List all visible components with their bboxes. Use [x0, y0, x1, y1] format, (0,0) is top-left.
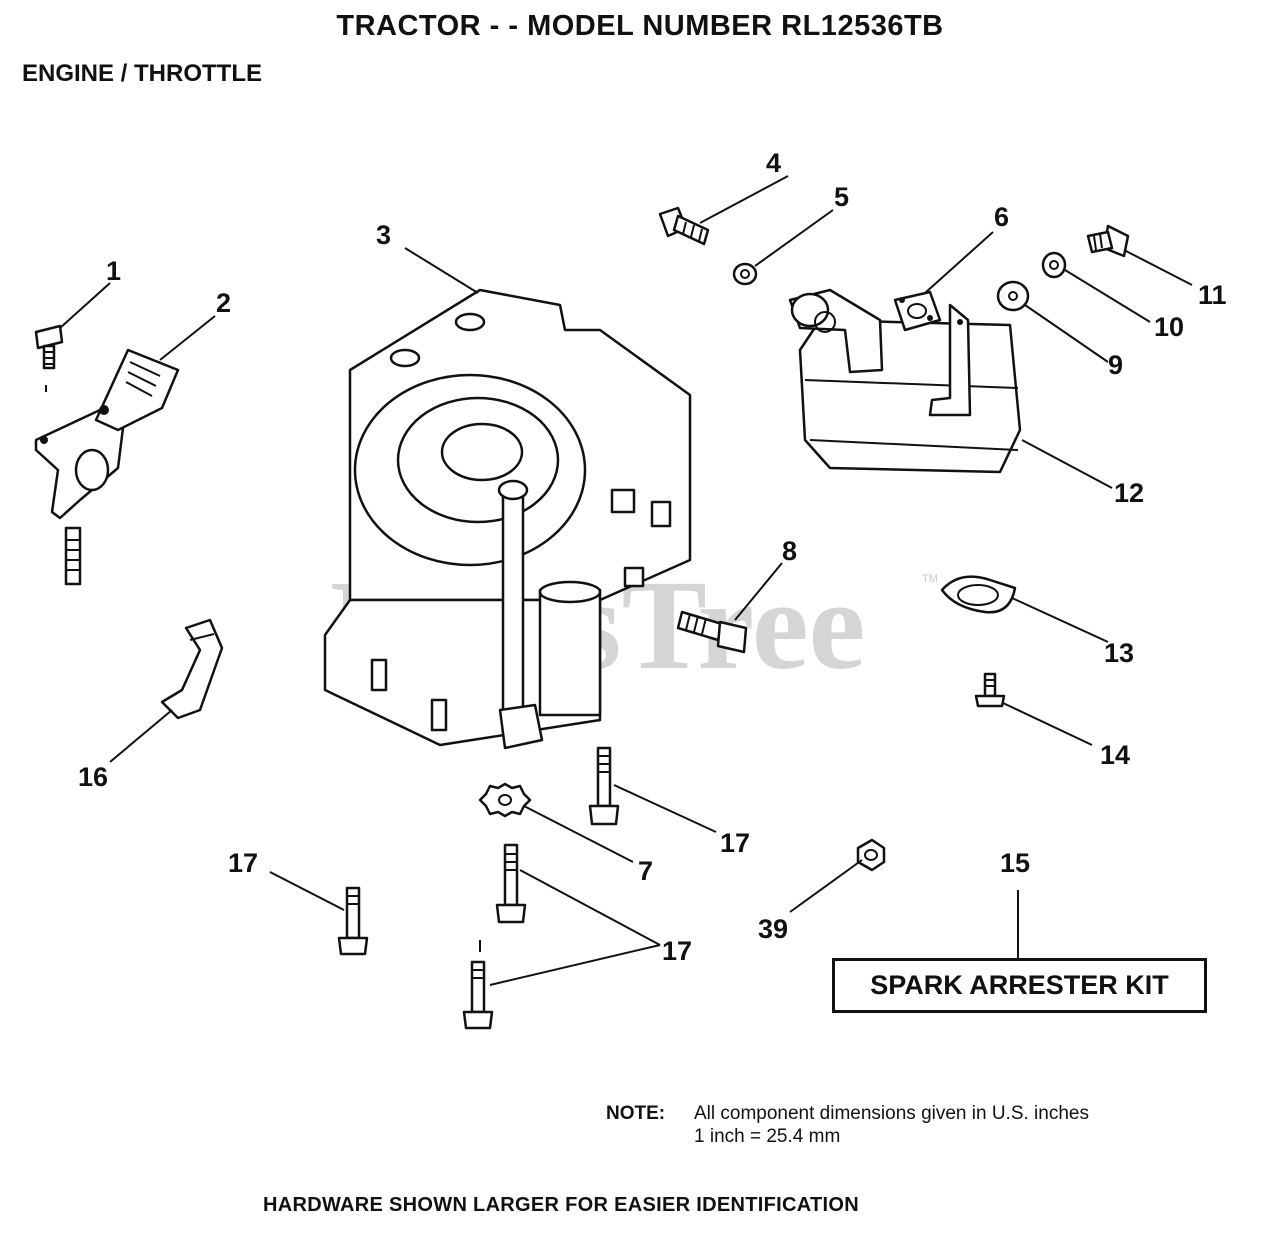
callout-1: 1 [106, 256, 121, 286]
callout-11: 11 [1198, 280, 1227, 310]
callout-16: 16 [78, 762, 108, 792]
callout-17: 17 [228, 848, 258, 878]
callout-10: 10 [1154, 312, 1184, 342]
bolt-icon [337, 886, 369, 956]
page-title: TRACTOR - - MODEL NUMBER RL12536TB [336, 10, 944, 42]
muffler-icon [788, 288, 1022, 474]
bolt-icon [1086, 224, 1130, 258]
note-text: All component dimensions given in U.S. i… [694, 1102, 1089, 1148]
spark-arrester-kit-label: SPARK ARRESTER KIT [832, 958, 1207, 1013]
callout-17: 17 [662, 936, 692, 966]
callout-6: 6 [994, 202, 1009, 232]
bolt-icon [974, 672, 1006, 708]
callout-9: 9 [1108, 350, 1123, 380]
throttle-control-icon [34, 348, 180, 586]
callout-4: 4 [766, 148, 781, 178]
callout-5: 5 [834, 182, 849, 212]
callout-13: 13 [1104, 638, 1134, 668]
washer-icon [996, 280, 1030, 312]
note-label: NOTE: [606, 1103, 666, 1124]
washer-icon [1041, 251, 1067, 279]
washer-icon [478, 782, 532, 818]
bolt-icon [658, 206, 710, 246]
callout-8: 8 [782, 536, 797, 566]
footer-caption: HARDWARE SHOWN LARGER FOR EASIER IDENTIF… [263, 1194, 859, 1216]
bolt-icon [34, 324, 64, 392]
callout-14: 14 [1100, 740, 1130, 770]
callout-17: 17 [720, 828, 750, 858]
leader-lines [59, 175, 1193, 986]
note-line-1: All component dimensions given in U.S. i… [694, 1103, 1089, 1124]
bolt-icon [588, 746, 620, 826]
bracket-icon [160, 618, 224, 720]
bolt-icon [462, 940, 494, 1030]
note-line-2: 1 inch = 25.4 mm [694, 1126, 841, 1147]
section-title: ENGINE / THROTTLE [22, 60, 262, 87]
callout-15: 15 [1000, 848, 1030, 878]
callout-3: 3 [376, 220, 391, 250]
note-block: NOTE: All component dimensions given in U… [606, 1102, 1089, 1148]
callout-12: 12 [1114, 478, 1144, 508]
washer-icon [732, 262, 758, 286]
callout-7: 7 [638, 856, 653, 886]
watermark-trademark: TM [922, 573, 938, 585]
nut-icon [856, 838, 886, 872]
bolt-icon [676, 610, 748, 654]
engine-icon [323, 288, 692, 750]
bolt-icon [495, 843, 527, 924]
callout-2: 2 [216, 288, 231, 318]
callout-39: 39 [758, 914, 788, 944]
gasket-icon [940, 575, 1017, 614]
